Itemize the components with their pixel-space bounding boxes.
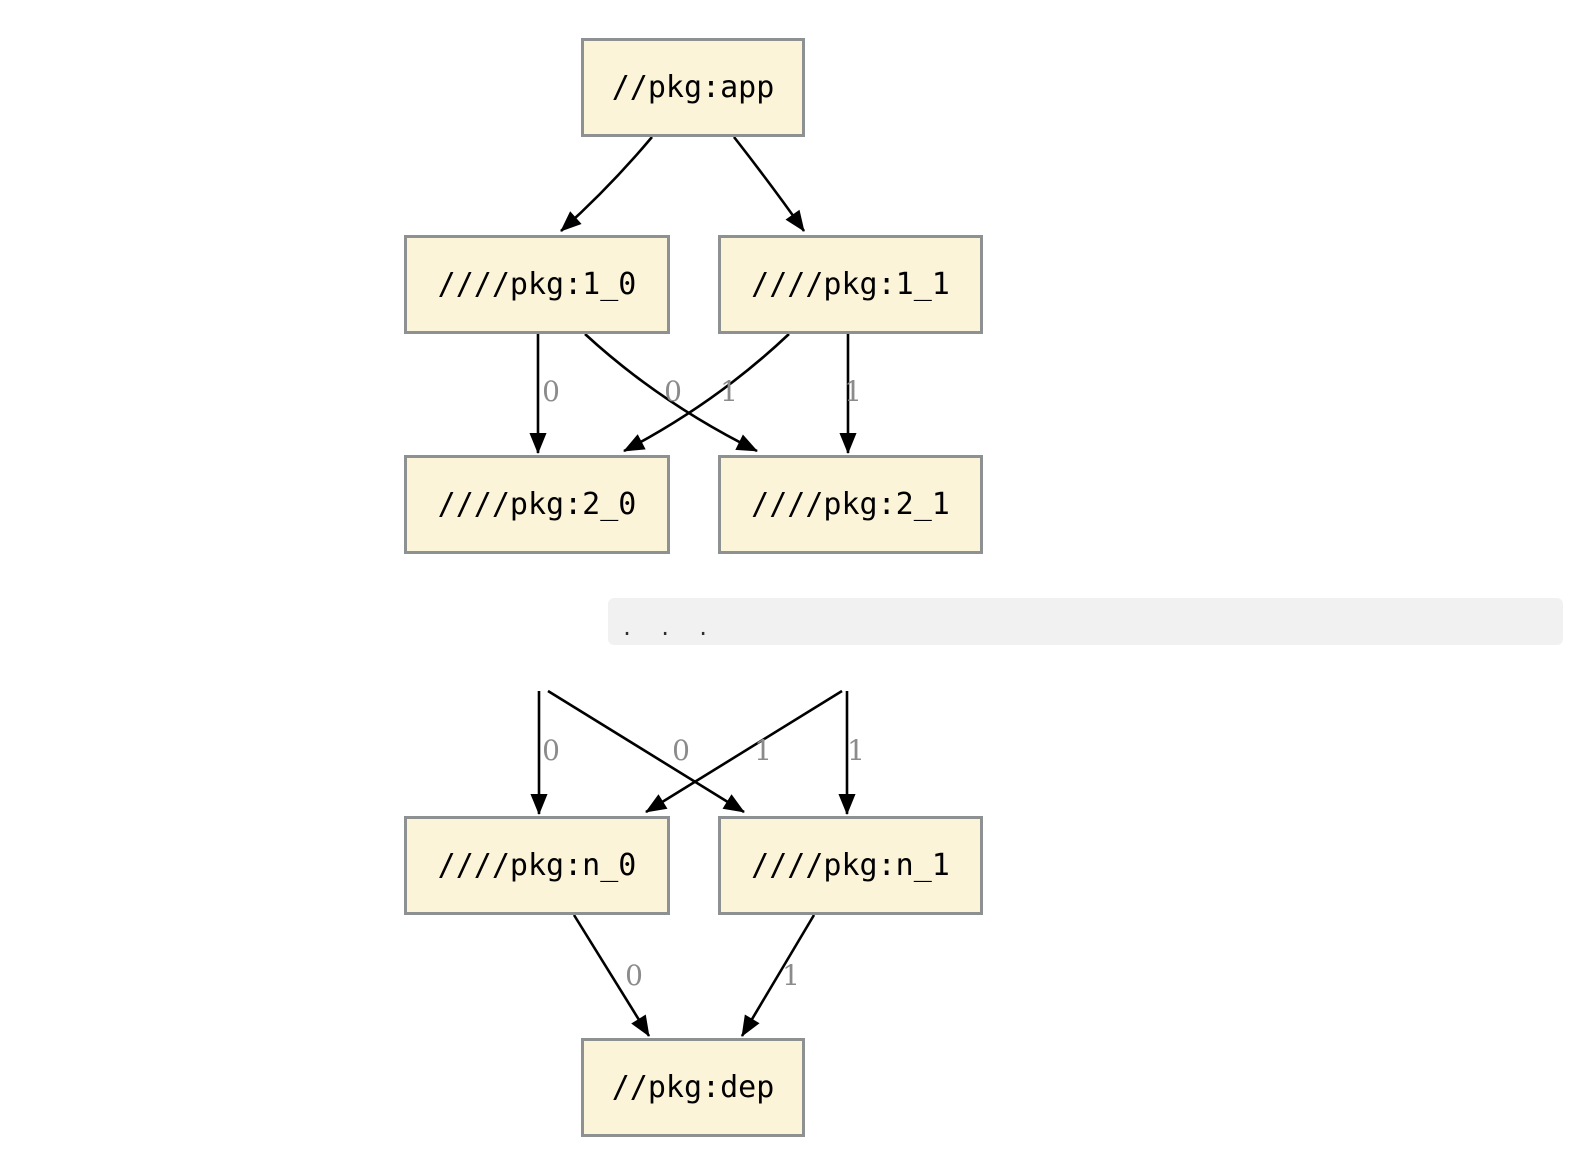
ellipsis-code-block: . . . — [608, 598, 1563, 645]
edge-label-1_0-2_1: 1 — [720, 375, 738, 408]
node-pkg-n_1: ////pkg:n_1 — [718, 816, 983, 915]
node-pkg-1_0: ////pkg:1_0 — [404, 235, 670, 334]
edge-1_1-to-2_0 — [623, 333, 790, 453]
node-label: ////pkg:2_1 — [751, 487, 950, 522]
edge-label-1_0-2_0: 0 — [542, 375, 560, 408]
edge-label-1_1-2_0: 0 — [664, 375, 682, 408]
ellipsis-text: . . . — [621, 616, 710, 640]
edge-app-to-1_0 — [560, 136, 653, 232]
edge-hidden-right-to-n_0 — [645, 689, 843, 814]
edge-label-hidden-n_0: 0 — [542, 734, 560, 767]
edge-n_0-to-dep — [572, 914, 651, 1037]
node-pkg-app: //pkg:app — [581, 38, 805, 137]
node-label: ////pkg:n_1 — [751, 848, 950, 883]
node-pkg-2_0: ////pkg:2_0 — [404, 455, 670, 554]
node-label: ////pkg:1_1 — [751, 267, 950, 302]
edge-hidden-left-to-n_1 — [547, 689, 745, 814]
node-pkg-n_0: ////pkg:n_0 — [404, 816, 670, 915]
edge-label-hidden-n_1: 1 — [754, 734, 772, 767]
edge-1_0-to-2_1 — [584, 333, 758, 453]
edge-label-hidden2-n_1: 1 — [847, 734, 865, 767]
node-label: //pkg:app — [611, 70, 775, 105]
node-pkg-2_1: ////pkg:2_1 — [718, 455, 983, 554]
node-label: ////pkg:1_0 — [437, 267, 637, 302]
edge-label-n_0-dep: 0 — [625, 959, 643, 992]
node-label: //pkg:dep — [611, 1070, 775, 1105]
node-label: ////pkg:2_0 — [437, 487, 637, 522]
edge-label-n_1-dep: 1 — [782, 959, 800, 992]
node-label: ////pkg:n_0 — [437, 848, 637, 883]
edge-app-to-1_1 — [732, 136, 806, 232]
edge-n_1-to-dep — [740, 914, 816, 1037]
node-pkg-1_1: ////pkg:1_1 — [718, 235, 983, 334]
node-pkg-dep: //pkg:dep — [581, 1038, 805, 1137]
edge-label-hidden2-n_0: 0 — [672, 734, 690, 767]
edge-label-1_1-2_1: 1 — [844, 375, 862, 408]
